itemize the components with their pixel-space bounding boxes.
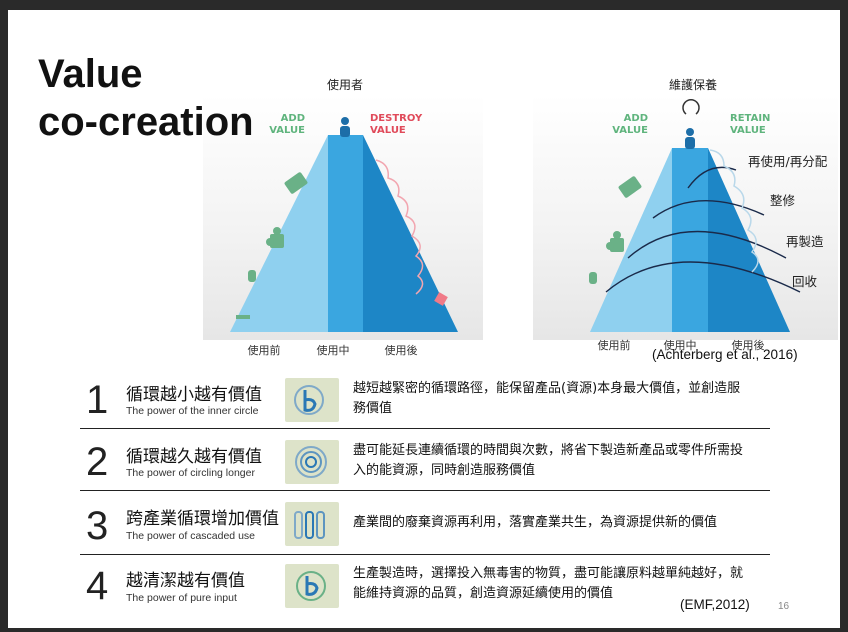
right-retain-label-1: RETAIN [730, 113, 770, 124]
left-bottom-label-before: 使用前 [248, 343, 281, 357]
slide-title: Value co-creation [38, 50, 254, 146]
row-3-number: 3 [86, 504, 109, 548]
citation-emf: (EMF,2012) [680, 597, 750, 612]
left-add-label-2: VALUE [269, 125, 305, 136]
loop-label-reuse: 再使用/再分配 [748, 154, 828, 169]
left-destroy-label-2: VALUE [370, 125, 406, 136]
row-1-description-line: 越短越緊密的循環路徑，能保留產品(資源)本身最大價值，並創造服 [353, 381, 741, 396]
row-1-title: 循環越小越有價值 [126, 385, 262, 405]
right-bottom-label-after: 使用後 [732, 338, 765, 352]
left-top-label: 使用者 [327, 77, 363, 92]
row-3-description: 產業間的廢棄資源再利用，落實產業共生，為資源提供新的價值 [353, 513, 753, 533]
row-1-description: 越短越緊密的循環路徑，能保留產品(資源)本身最大價值，並創造服 務價值 [353, 379, 753, 419]
row-divider [80, 554, 770, 555]
row-3-title: 跨產業循環增加價值 [126, 509, 279, 529]
row-divider [80, 428, 770, 429]
row-divider [80, 490, 770, 491]
row-2-subtitle: The power of circling longer [126, 467, 255, 479]
left-pyramid-diagram [203, 95, 483, 340]
loop-label-refurbish: 整修 [770, 193, 796, 208]
left-bottom-label-during: 使用中 [317, 344, 350, 357]
page-number: 16 [778, 601, 790, 612]
row-4-description: 生產製造時，選擇投入無毒害的物質，盡可能讓原料越單純越好，就 能維持資源的品質，… [353, 564, 753, 604]
value-diagrams: 使用者 ADD VALUE DESTROY VALUE 使用前 使用中 使用後 [203, 77, 838, 357]
row-1-description-line: 務價值 [353, 401, 393, 416]
right-bottom-label-during: 使用中 [664, 339, 697, 352]
right-top-label: 維護保養 [669, 77, 717, 92]
circling-longer-icon [285, 440, 339, 484]
pure-input-icon [285, 564, 339, 608]
row-1-subtitle: The power of the inner circle [126, 405, 259, 417]
loop-label-recycle: 回收 [792, 274, 818, 289]
left-add-label-1: ADD [281, 113, 305, 124]
right-add-label-2: VALUE [612, 125, 648, 136]
row-2-title: 循環越久越有價值 [126, 447, 262, 467]
slide-title-line-2: co-creation [38, 100, 254, 144]
right-pyramid-diagram [533, 95, 838, 340]
row-2-description: 盡可能延長連續循環的時間與次數，將省下製造新產品或零件所需投 入的能資源，同時創… [353, 441, 753, 481]
cascaded-use-icon [285, 502, 339, 546]
left-destroy-label-1: DESTROY [370, 113, 423, 124]
left-bottom-label-after: 使用後 [385, 343, 418, 357]
loop-label-remanufacture: 再製造 [786, 234, 824, 249]
row-4-number: 4 [86, 564, 109, 608]
right-bottom-label-before: 使用前 [598, 338, 631, 352]
row-1-number: 1 [86, 378, 109, 422]
right-add-label-1: ADD [624, 113, 648, 124]
row-4-subtitle: The power of pure input [126, 592, 237, 604]
row-3-description-line: 產業間的廢棄資源再利用，落實產業共生，為資源提供新的價值 [353, 515, 718, 530]
row-3-subtitle: The power of cascaded use [126, 530, 255, 542]
inner-circle-icon [285, 378, 339, 422]
row-4-description-line: 生產製造時，選擇投入無毒害的物質，盡可能讓原料越單純越好，就 [353, 566, 744, 581]
row-4-title: 越清潔越有價值 [126, 571, 245, 591]
row-2-number: 2 [86, 440, 109, 484]
right-retain-label-2: VALUE [730, 125, 766, 136]
row-2-description-line: 盡可能延長連續循環的時間與次數，將省下製造新產品或零件所需投 [353, 443, 744, 458]
slide: 使用者 ADD VALUE DESTROY VALUE 使用前 使用中 使用後 [8, 10, 840, 628]
row-2-description-line: 入的能資源，同時創造服務價值 [353, 463, 536, 478]
slide-title-line-1: Value [38, 52, 143, 96]
row-4-description-line: 能維持資源的品質，創造資源延續使用的價值 [353, 586, 614, 601]
citation-achterberg: (Achterberg et al., 2016) [652, 347, 798, 362]
